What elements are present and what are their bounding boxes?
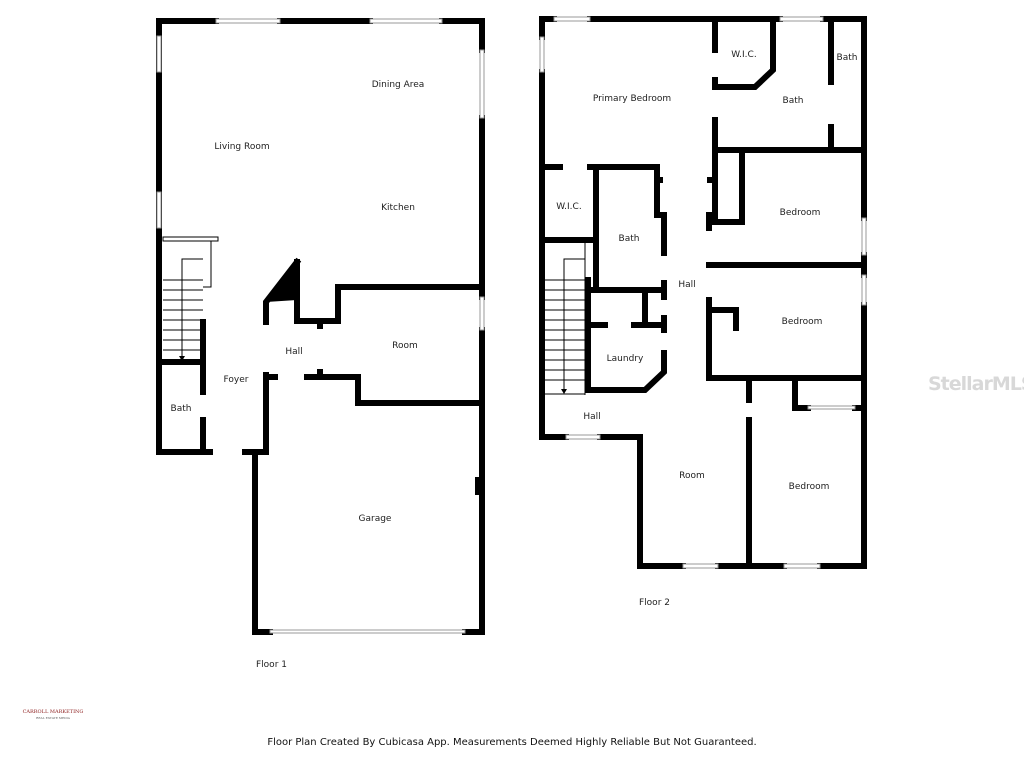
room-label-garage: Garage [359, 514, 392, 524]
floor-2-caption: Floor 2 [639, 598, 670, 608]
logo-name: CARROLL MARKETING [22, 709, 84, 715]
logo-subtitle: REAL ESTATE MEDIA [36, 716, 70, 720]
room-label-wic: W.I.C. [556, 202, 581, 212]
room-label-room: Room [679, 471, 705, 481]
floor-2-plan: Primary Bedroom W.I.C. Bath Bath W.I.C. … [539, 16, 867, 569]
stairs [162, 236, 219, 361]
walls [156, 18, 485, 635]
company-logo: CARROLL MARKETING REAL ESTATE MEDIA [22, 709, 84, 721]
room-label-living-room: Living Room [214, 142, 269, 152]
footer-disclaimer: Floor Plan Created By Cubicasa App. Meas… [267, 737, 757, 748]
room-label-hall: Hall [583, 412, 600, 422]
room-label-bedroom: Bedroom [782, 317, 823, 327]
stairs [545, 242, 586, 395]
room-label-hall: Hall [285, 347, 302, 357]
watermark: StellarMLS [928, 373, 1024, 395]
room-label-bath: Bath [837, 53, 858, 63]
walls [539, 16, 867, 569]
windows [539, 16, 867, 569]
room-label-hall: Hall [678, 280, 695, 290]
room-label-laundry: Laundry [607, 354, 644, 364]
room-label-bath: Bath [171, 404, 192, 414]
room-label-wic: W.I.C. [731, 50, 756, 60]
room-label-bath: Bath [783, 96, 804, 106]
room-label-bath: Bath [619, 234, 640, 244]
room-label-kitchen: Kitchen [381, 203, 415, 213]
floor-1-plan: Dining Area Living Room Kitchen Room Hal… [156, 18, 485, 635]
room-label-bedroom: Bedroom [780, 208, 821, 218]
room-label-dining-area: Dining Area [372, 80, 425, 90]
room-label-primary-bedroom: Primary Bedroom [593, 94, 671, 104]
room-label-room: Room [392, 341, 418, 351]
room-label-foyer: Foyer [224, 375, 249, 385]
floor-1-caption: Floor 1 [256, 660, 287, 670]
room-label-bedroom: Bedroom [789, 482, 830, 492]
windows [156, 18, 485, 634]
